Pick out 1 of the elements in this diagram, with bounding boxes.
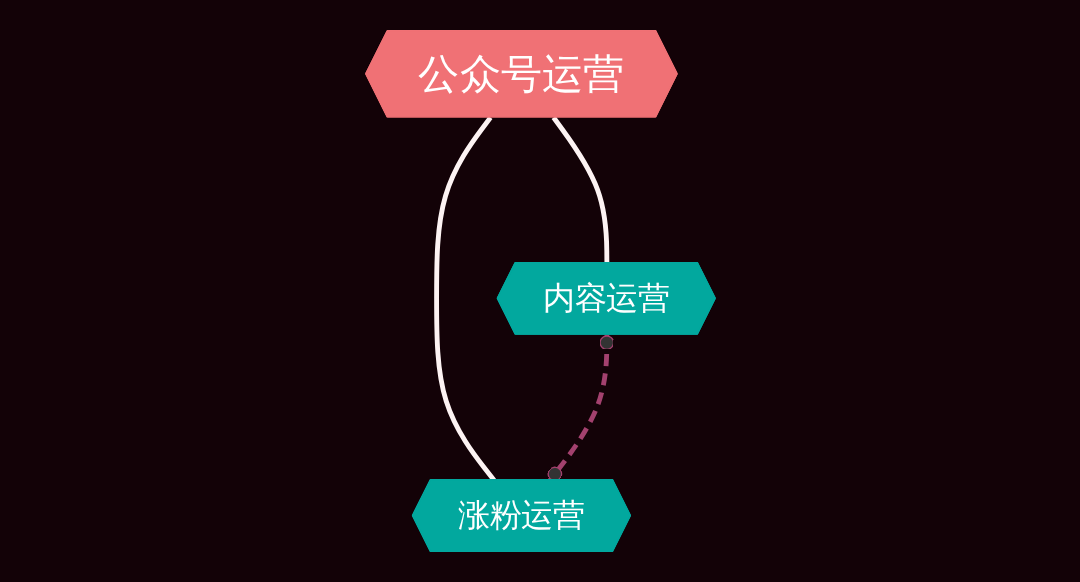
connector [551,116,609,264]
